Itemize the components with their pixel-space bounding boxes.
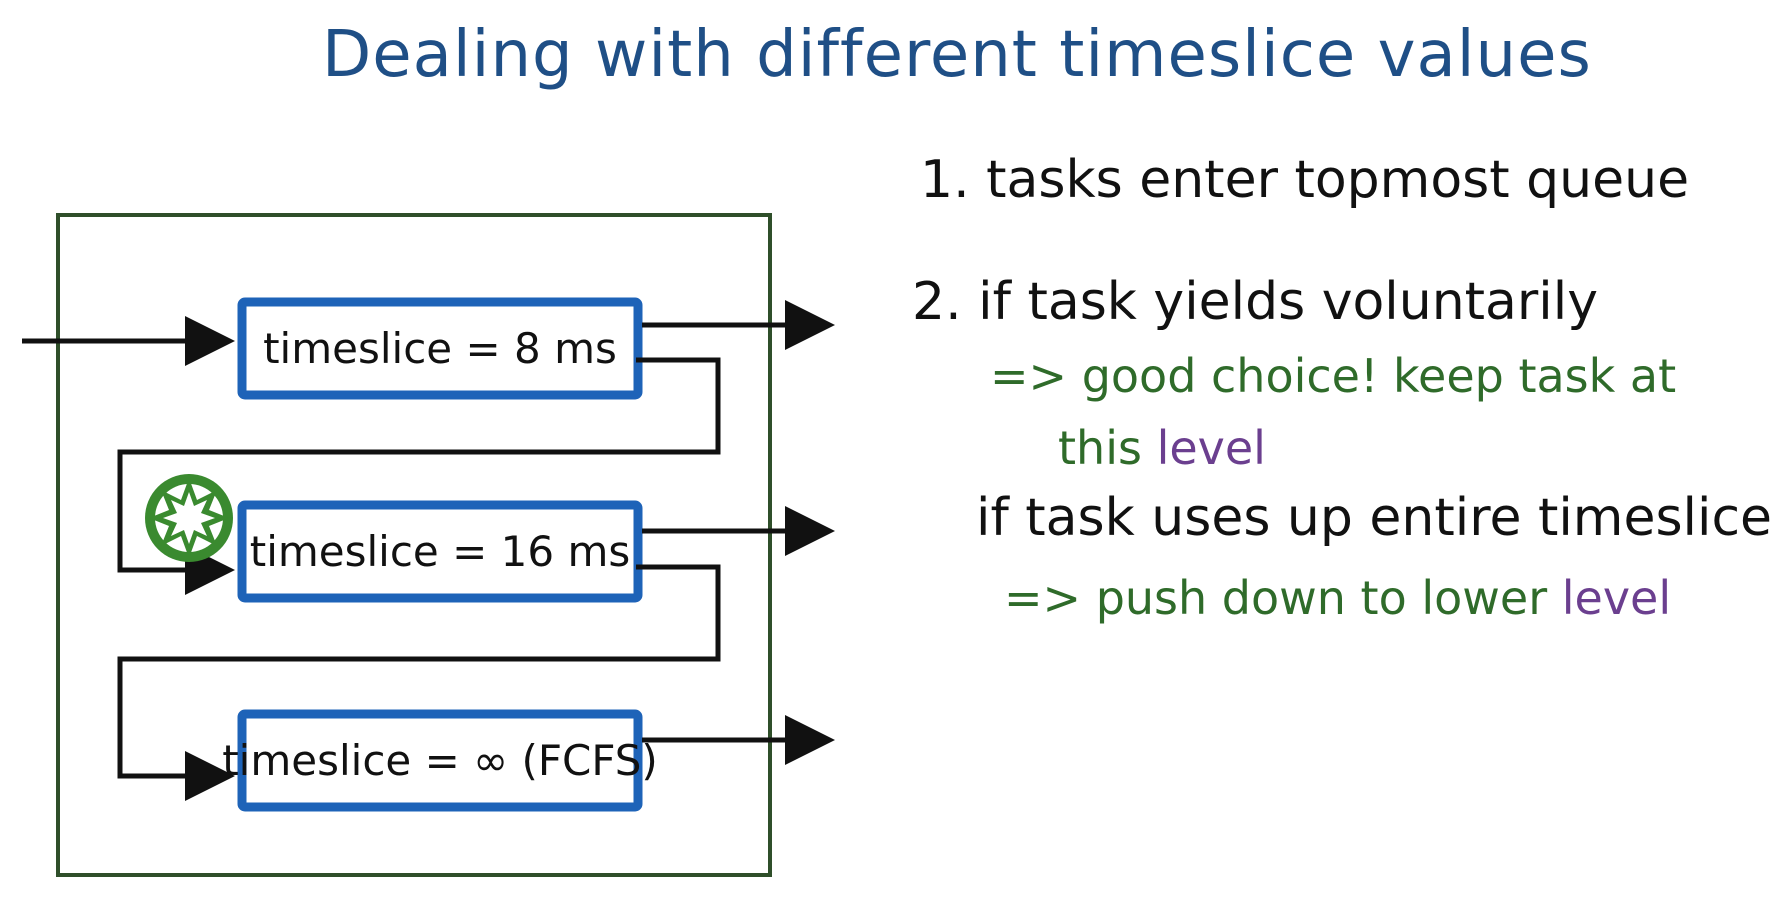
note-2-result-line2: this level	[1058, 418, 1266, 478]
note-2-result-level: level	[1156, 421, 1266, 475]
scheduler-frame	[56, 213, 772, 877]
note-1-number: 1.	[920, 150, 970, 210]
note-3-result-level: level	[1561, 571, 1672, 625]
note-2-result-this: this	[1058, 421, 1142, 475]
note-1-text: tasks enter topmost queue	[986, 150, 1690, 210]
page-title: Dealing with different timeslice values	[322, 18, 1592, 92]
note-2-text: if task yields voluntarily	[978, 272, 1598, 332]
star-burst-icon	[145, 474, 233, 562]
note-2: 2. if task yields voluntarily	[912, 272, 1598, 332]
note-3: if task uses up entire timeslice	[976, 488, 1773, 548]
note-2-result-line1: => good choice! keep task at	[990, 349, 1677, 403]
queue-label-fcfs: timeslice = ∞ (FCFS)	[222, 736, 658, 785]
queue-label-16ms: timeslice = 16 ms	[249, 527, 631, 576]
note-3-result-text: => push down to lower	[1004, 571, 1548, 625]
queue-label-8ms: timeslice = 8 ms	[263, 324, 617, 373]
demote-path-8-to-16	[117, 357, 721, 595]
queue-box-8ms	[237, 297, 643, 400]
demote-path-16-to-fcfs	[117, 564, 721, 801]
queue-box-16ms	[237, 500, 643, 603]
queue-box-fcfs	[237, 709, 643, 812]
note-3-result: => push down to lower level	[1004, 568, 1671, 628]
note-1: 1. tasks enter topmost queue	[920, 150, 1689, 210]
note-2-number: 2.	[912, 272, 962, 332]
